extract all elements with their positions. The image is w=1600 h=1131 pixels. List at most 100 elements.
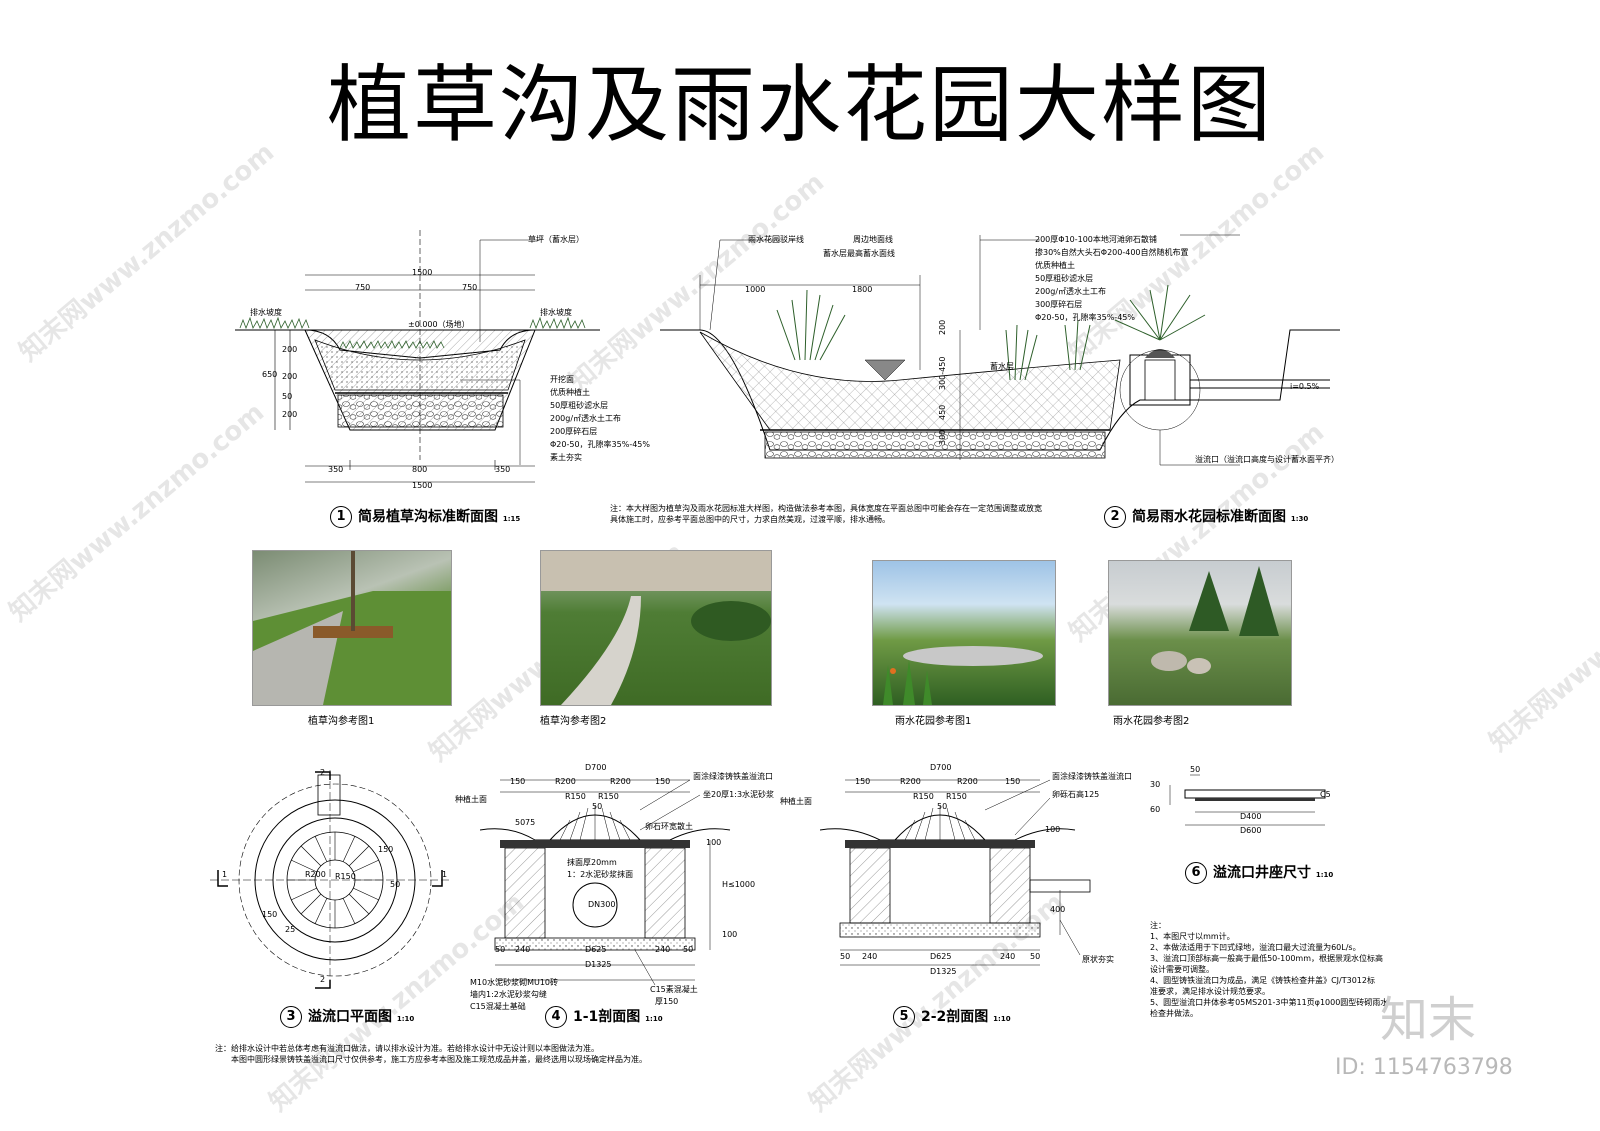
dim-total: 650 xyxy=(262,370,278,379)
label-slope: i=0.5% xyxy=(1290,382,1320,391)
dim-label: 25 xyxy=(285,925,296,934)
note-line: 具体施工时，应参考平面总图中的尺寸，力求自然美观，过渡平顺，排水通畅。 xyxy=(610,515,890,524)
section6-title: 溢流口井座尺寸 xyxy=(1213,865,1311,881)
note-line: 检查井做法。 xyxy=(1150,1009,1198,1018)
photo-caption-3: 雨水花园参考图1 xyxy=(895,716,972,727)
dim-label: 150 xyxy=(855,777,871,786)
layer-label: 50厚粗砂滤水层 xyxy=(550,401,609,410)
cut-label: 1 xyxy=(442,870,448,879)
section2-scale: 1:30 xyxy=(1290,515,1309,523)
dim-label: R150 xyxy=(946,792,967,801)
section4-scale: 1:10 xyxy=(645,1015,663,1023)
dim-label: 50 xyxy=(1190,765,1201,774)
r150-label: R150 xyxy=(335,872,356,881)
section5-title: 2-2剖面图 xyxy=(921,1009,989,1025)
label-c15h: 厚150 xyxy=(655,997,679,1006)
r200-label: R200 xyxy=(305,870,326,879)
note-line: 3、溢流口顶部标高一般高于最低50-100mm，根据景观水位标高 xyxy=(1150,954,1384,963)
brand-logo: 知末 xyxy=(1380,992,1477,1048)
dim-total: D1325 xyxy=(585,960,612,969)
notes-right: 注： 1、本图尺寸以mm计。 2、本做法适用于下凹式绿地，溢流口最大过流量为60… xyxy=(1150,920,1388,1019)
note-line: 准要求，满足排水设计规范要求。 xyxy=(1150,987,1270,996)
dim-total: D1325 xyxy=(930,967,957,976)
dim-label: R150 xyxy=(598,792,619,801)
layer-legend-2: 200厚Φ10-100本地河滩卵石散铺 掺30%自然大头石Φ200-400自然随… xyxy=(1035,235,1189,326)
label-plaster: 抹面厚20mm xyxy=(567,858,617,867)
dim-label: 50 xyxy=(592,802,603,811)
label-soil: 种植土面 xyxy=(455,795,487,804)
layer-label: 300厚碎石层 xyxy=(1035,300,1083,309)
label-drain-left: 排水坡度 xyxy=(250,308,282,317)
dim-label: 150 xyxy=(1005,777,1021,786)
label-base: 原状夯实 xyxy=(1082,955,1114,964)
dim-label: R150 xyxy=(565,792,586,801)
dim-label: D600 xyxy=(1240,826,1262,835)
overflow-plan-drawing xyxy=(210,770,450,990)
label-cobble: 卵砾石高125 xyxy=(1052,790,1100,799)
overflow-seat-drawing xyxy=(1169,774,1326,826)
dim-label: R200 xyxy=(957,777,978,786)
dim-label: 75 xyxy=(525,818,536,827)
section-1-1-drawing xyxy=(480,779,731,986)
dim-label: D400 xyxy=(1240,812,1262,821)
dim-label: 150 xyxy=(378,845,394,854)
dim-label: 240 xyxy=(1000,952,1016,961)
dim-label: 50 xyxy=(515,818,526,827)
note-line: 注：给排水设计中若总体考虑有溢流口做法，请以排水设计为准。若给排水设计中无设计则… xyxy=(215,1044,599,1053)
dim-label: 240 xyxy=(862,952,878,961)
label-pipe: DN300 xyxy=(588,900,616,909)
reference-photo-4 xyxy=(1108,560,1292,706)
dim-label: R200 xyxy=(900,777,921,786)
dim-label: 100 xyxy=(1045,825,1061,834)
note-line: 4、圆型铸铁溢流口为成品，满足《铸铁检查井盖》CJ/T3012标 xyxy=(1150,976,1375,985)
dim-label: 50 xyxy=(495,945,506,954)
dim-label: 150 xyxy=(510,777,526,786)
dim-v: 300 xyxy=(938,429,947,445)
dim-label: D625 xyxy=(930,952,952,961)
dim-label: 400 xyxy=(1050,905,1066,914)
section1-number: 1 xyxy=(330,506,352,528)
section4-title: 1-1剖面图 xyxy=(573,1009,641,1025)
grass-swale-section-drawing xyxy=(235,230,600,483)
label-c15: C15素混凝土 xyxy=(650,985,698,994)
layer-label: 素土夯实 xyxy=(550,453,582,462)
layer-label: 200厚碎石层 xyxy=(550,427,598,436)
dim-v: 200 xyxy=(938,319,947,335)
reference-photo-2 xyxy=(540,550,772,706)
page-title: 植草沟及雨水花园大样图 xyxy=(326,56,1273,154)
cut-label: 2 xyxy=(320,768,326,777)
dim-label: 30 xyxy=(1150,780,1161,789)
note-line: 注：本大样图为植草沟及雨水花园标准大样图，构造做法参考本图，具体宽度在平面总图中… xyxy=(610,504,1042,513)
section2-number: 2 xyxy=(1104,506,1126,528)
dim-label: 150 xyxy=(262,910,278,919)
dim-750a: 750 xyxy=(355,283,371,292)
layer-label: 200厚Φ10-100本地河滩卵石散铺 xyxy=(1035,235,1157,244)
section-2-2-drawing xyxy=(820,779,1091,966)
dim-label: D625 xyxy=(585,945,607,954)
dim-h: H≤1000 xyxy=(722,880,756,889)
layer-label: Φ20-50，孔隙率35%-45% xyxy=(550,440,650,449)
label-grate: 面涂绿漆铸铁盖溢流口 xyxy=(1052,772,1132,781)
note-top: 注：本大样图为植草沟及雨水花园标准大样图，构造做法参考本图，具体宽度在平面总图中… xyxy=(610,503,1042,525)
label-overflow: 溢流口（溢流口高度与设计蓄水面平齐） xyxy=(1195,455,1339,464)
section4-number: 4 xyxy=(545,1006,567,1028)
note-line: 2、本做法适用于下凹式绿地，溢流口最大过流量为60L/s。 xyxy=(1150,943,1361,952)
dim-label: 240 xyxy=(655,945,671,954)
dim-bottom: 1500 xyxy=(412,481,433,490)
layer-label: 开挖面 xyxy=(550,375,574,384)
note-line: 5、圆型溢流口井体参考05MS201-3中第11页φ1000圆型砖砌雨水 xyxy=(1150,998,1389,1007)
dim-350b: 350 xyxy=(495,465,511,474)
dim-label: 50 xyxy=(390,880,401,889)
dim-1800: 1800 xyxy=(852,285,873,294)
dim-label: C5 xyxy=(1320,790,1331,799)
label-ground: 周边地面线 xyxy=(853,235,893,244)
section4-caption: 4 1-1剖面图 1:10 xyxy=(545,1006,663,1028)
photo-caption-1: 植草沟参考图1 xyxy=(308,716,375,727)
dim-label: R200 xyxy=(555,777,576,786)
watermark: 知末网www.znzmo.com xyxy=(1483,527,1600,758)
reference-photo-1 xyxy=(252,550,452,706)
label-grass: 草坪（蓄水层） xyxy=(528,235,584,244)
